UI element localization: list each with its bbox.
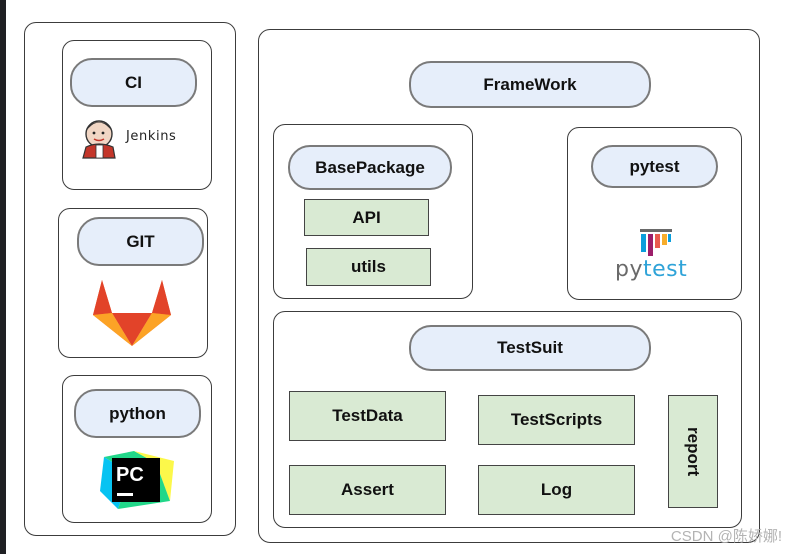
api-label: API	[352, 207, 381, 227]
utils-box: utils	[306, 248, 431, 286]
api-box: API	[304, 199, 429, 236]
testsuit-label: TestSuit	[497, 338, 563, 357]
pytest-logo-py: py	[615, 257, 643, 282]
window-edge	[0, 0, 6, 554]
jenkins-label: Jenkins	[126, 129, 177, 144]
pytest-pill: pytest	[591, 145, 718, 188]
report-label: report	[684, 426, 703, 477]
pycharm-text: PC	[116, 464, 144, 486]
testscripts-box: TestScripts	[478, 395, 635, 445]
pycharm-logo-icon: PC	[100, 451, 174, 509]
git-label: GIT	[126, 231, 155, 251]
jenkins-logo-icon	[82, 120, 116, 159]
watermark: CSDN @陈娇娜!	[670, 528, 782, 545]
utils-label: utils	[351, 257, 386, 276]
testscripts-label: TestScripts	[510, 410, 603, 429]
framework-title: FrameWork	[483, 74, 577, 94]
basepackage-pill: BasePackage	[288, 145, 452, 190]
framework-pill: FrameWork	[409, 61, 651, 108]
ci-pill: CI	[70, 58, 197, 107]
testsuit-pill: TestSuit	[409, 325, 651, 371]
log-box: Log	[478, 465, 635, 515]
git-pill: GIT	[77, 217, 204, 266]
pytest-logo-text: pytest	[615, 257, 687, 282]
python-pill: python	[74, 389, 201, 438]
log-label: Log	[540, 480, 573, 499]
gitlab-logo-icon	[93, 280, 171, 346]
testdata-box: TestData	[289, 391, 446, 441]
report-box: report	[668, 395, 718, 508]
pytest-logo-test: test	[642, 257, 688, 282]
python-label: python	[109, 403, 166, 423]
pytest-logo-icon	[640, 229, 672, 256]
assert-box: Assert	[289, 465, 446, 515]
basepackage-label: BasePackage	[315, 157, 425, 177]
ci-label: CI	[125, 72, 142, 92]
pytest-label: pytest	[629, 156, 680, 176]
testdata-label: TestData	[332, 406, 403, 425]
assert-label: Assert	[341, 480, 394, 499]
